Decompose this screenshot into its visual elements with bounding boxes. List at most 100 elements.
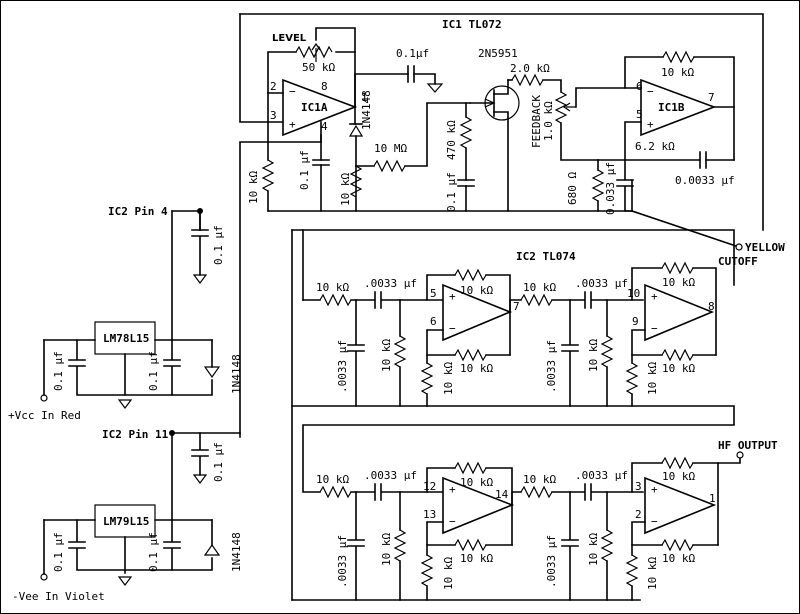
ic1b-opamp	[640, 78, 717, 137]
svg-text:.0033 μf: .0033 μf	[575, 469, 628, 482]
svg-text:10 kΩ: 10 kΩ	[587, 339, 600, 372]
svg-text:−: −	[449, 322, 456, 335]
svg-text:8: 8	[321, 80, 328, 93]
svg-text:10 kΩ: 10 kΩ	[523, 281, 556, 294]
svg-text:10: 10	[627, 287, 640, 300]
hf-output-terminal[interactable]	[736, 451, 744, 459]
svg-text:10 kΩ: 10 kΩ	[442, 557, 455, 590]
svg-text:10 kΩ: 10 kΩ	[460, 552, 493, 565]
svg-text:10 kΩ: 10 kΩ	[380, 339, 393, 372]
svg-text:10 kΩ: 10 kΩ	[460, 476, 493, 489]
svg-text:10 kΩ: 10 kΩ	[247, 171, 260, 204]
feedback-label: FEEDBACK	[530, 95, 543, 148]
ic2-pin11-label: IC2 Pin 11	[102, 428, 169, 441]
svg-text:10 kΩ: 10 kΩ	[442, 362, 455, 395]
svg-text:0.1 μf: 0.1 μf	[52, 351, 65, 391]
svg-text:+: +	[289, 118, 296, 131]
hf-output-label: HF OUTPUT	[718, 439, 778, 452]
svg-text:6: 6	[636, 80, 643, 93]
svg-text:0.0033 μf: 0.0033 μf	[675, 174, 735, 187]
ic2a-opamp	[442, 283, 513, 342]
ic2c-opamp	[442, 476, 515, 535]
svg-text:10 kΩ: 10 kΩ	[460, 362, 493, 375]
cutoff-label: CUTOFF	[718, 255, 758, 268]
svg-text:.0033 μf: .0033 μf	[364, 469, 417, 482]
vee-label: -Vee In Violet	[12, 590, 105, 603]
vcc-terminal[interactable]	[40, 394, 48, 402]
svg-text:−: −	[651, 515, 658, 528]
svg-text:10 MΩ: 10 MΩ	[374, 142, 407, 155]
svg-text:13: 13	[423, 508, 436, 521]
svg-text:0.1 μf: 0.1 μf	[298, 150, 311, 190]
svg-text:+: +	[449, 290, 456, 303]
svg-text:7: 7	[513, 300, 520, 313]
ic1b-label: IC1B	[658, 101, 685, 114]
svg-text:1: 1	[361, 91, 368, 104]
level-pot	[295, 45, 333, 59]
svg-text:6.2 kΩ: 6.2 kΩ	[635, 140, 675, 153]
svg-text:50 kΩ: 50 kΩ	[302, 61, 335, 74]
feedback-pot	[554, 91, 568, 124]
svg-text:1: 1	[709, 492, 716, 505]
svg-text:10 kΩ: 10 kΩ	[523, 473, 556, 486]
svg-text:2.0 kΩ: 2.0 kΩ	[510, 62, 550, 75]
svg-text:0.1 μf: 0.1 μf	[445, 172, 458, 212]
svg-text:1N4148: 1N4148	[230, 354, 243, 394]
svg-text:4: 4	[321, 120, 328, 133]
svg-text:0.033 μf: 0.033 μf	[604, 162, 617, 215]
svg-text:6: 6	[430, 315, 437, 328]
svg-text:5: 5	[636, 108, 643, 121]
svg-text:−: −	[651, 322, 658, 335]
svg-text:7: 7	[708, 91, 715, 104]
svg-text:8: 8	[708, 300, 715, 313]
power-section: 0.1 μf IC2 Pin 4 LM78L15 0.1 μf 0.1 μf 1…	[8, 205, 243, 603]
svg-text:+: +	[651, 483, 658, 496]
svg-text:+: +	[651, 290, 658, 303]
svg-text:0.1 μf: 0.1 μf	[212, 225, 225, 265]
svg-text:1N4148: 1N4148	[360, 90, 373, 130]
svg-text:10 kΩ: 10 kΩ	[662, 276, 695, 289]
svg-text:3: 3	[270, 109, 277, 122]
ic2-title: IC2 TL074	[516, 250, 576, 263]
svg-text:10 kΩ: 10 kΩ	[661, 66, 694, 79]
svg-text:10 kΩ: 10 kΩ	[316, 281, 349, 294]
svg-text:−: −	[449, 515, 456, 528]
vee-terminal[interactable]	[40, 573, 48, 581]
svg-text:2N5951: 2N5951	[478, 47, 518, 60]
svg-text:−: −	[289, 85, 296, 98]
svg-text:1.0 kΩ: 1.0 kΩ	[542, 101, 555, 141]
level-label: LEVEL	[272, 33, 307, 44]
svg-text:.0033 μf: .0033 μf	[336, 535, 349, 588]
svg-text:0.1 μf: 0.1 μf	[212, 442, 225, 482]
yellow-label: YELLOW	[745, 241, 785, 254]
svg-text:10 kΩ: 10 kΩ	[646, 557, 659, 590]
svg-text:10 kΩ: 10 kΩ	[646, 362, 659, 395]
svg-text:0.1μf: 0.1μf	[396, 47, 429, 60]
resistor-ic1a-in	[261, 159, 275, 192]
svg-text:10 kΩ: 10 kΩ	[316, 473, 349, 486]
svg-text:10 kΩ: 10 kΩ	[662, 470, 695, 483]
svg-text:LM79L15: LM79L15	[103, 515, 149, 528]
svg-text:10 kΩ: 10 kΩ	[339, 173, 352, 206]
svg-text:470 kΩ: 470 kΩ	[445, 120, 458, 160]
svg-text:0.1 μf: 0.1 μf	[147, 351, 160, 391]
svg-text:10 kΩ: 10 kΩ	[662, 362, 695, 375]
ic2-section: IC2 TL074 10 kΩ .0033 μf .0033 μf 10 kΩ …	[291, 229, 778, 601]
ic2b-opamp	[644, 283, 715, 342]
svg-text:10 kΩ: 10 kΩ	[662, 552, 695, 565]
svg-text:2: 2	[270, 80, 277, 93]
svg-text:9: 9	[632, 315, 639, 328]
svg-text:5: 5	[430, 287, 437, 300]
svg-text:−: −	[647, 85, 654, 98]
ic1-title: IC1 TL072	[442, 18, 502, 31]
svg-text:+: +	[647, 118, 654, 131]
svg-text:0.1 μf: 0.1 μf	[147, 532, 160, 572]
svg-text:10 kΩ: 10 kΩ	[460, 284, 493, 297]
svg-text:1N4148: 1N4148	[230, 532, 243, 572]
svg-text:10 kΩ: 10 kΩ	[587, 533, 600, 566]
svg-text:680 Ω: 680 Ω	[566, 172, 579, 205]
yellow-terminal[interactable]	[735, 243, 743, 251]
ic1a-opamp	[282, 78, 358, 137]
svg-text:LM78L15: LM78L15	[103, 332, 149, 345]
